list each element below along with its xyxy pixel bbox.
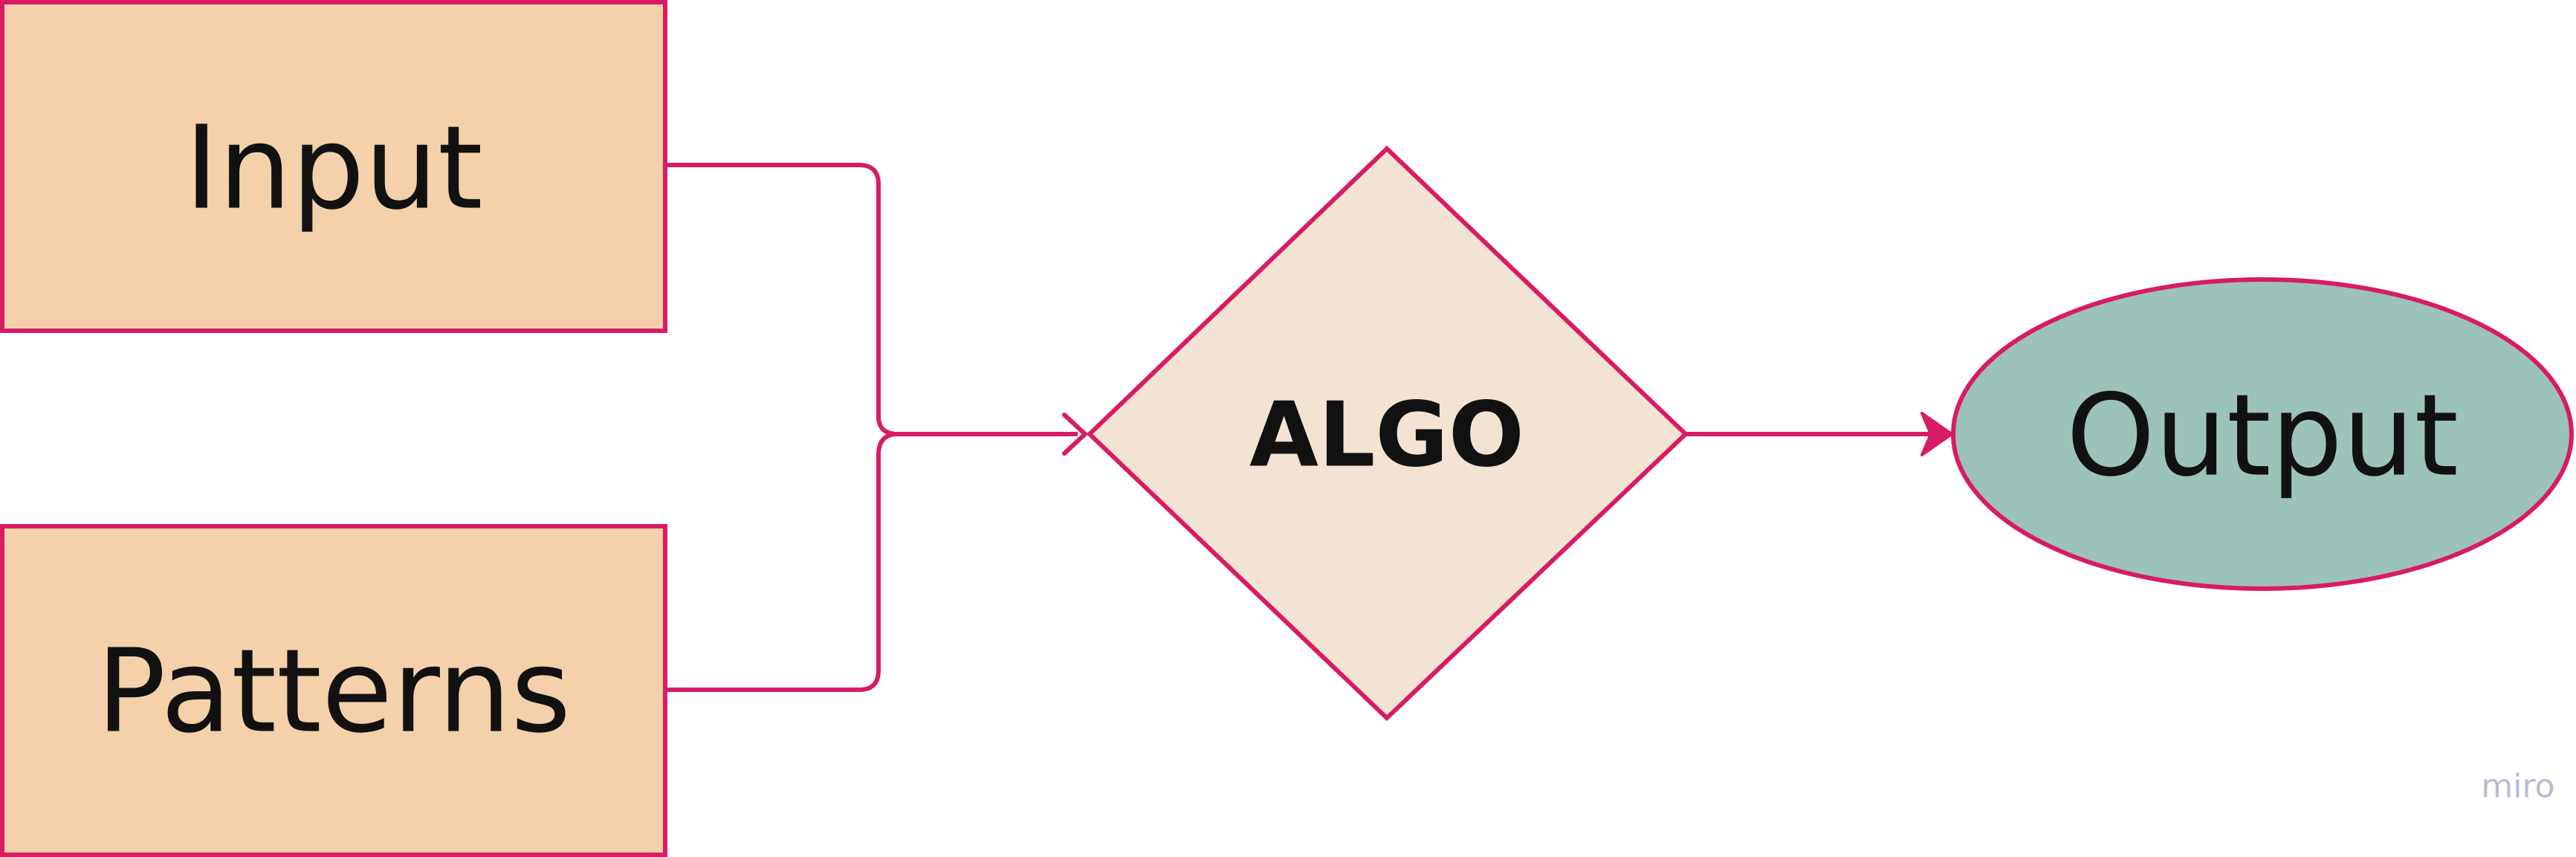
node-input[interactable]: Input: [0, 0, 667, 333]
connector-patterns-to-algo: [665, 432, 899, 692]
output-ellipse: [1951, 277, 2574, 591]
input-box: [0, 0, 667, 333]
miro-watermark: miro: [2481, 768, 2554, 806]
input-label: Input: [184, 101, 482, 236]
connector-input-to-algo: [665, 163, 1078, 436]
node-algo[interactable]: ALGO: [1086, 145, 1689, 722]
output-label: Output: [2066, 370, 2459, 502]
open-arrowhead-icon: [1062, 413, 1087, 456]
patterns-box: [0, 524, 667, 857]
filled-arrowhead-icon: [1920, 412, 1953, 456]
algo-label: ALGO: [1249, 384, 1524, 488]
algo-diamond: [1086, 145, 1689, 722]
patterns-label: Patterns: [97, 624, 571, 759]
node-output[interactable]: Output: [1951, 277, 2574, 591]
node-patterns[interactable]: Patterns: [0, 524, 667, 857]
